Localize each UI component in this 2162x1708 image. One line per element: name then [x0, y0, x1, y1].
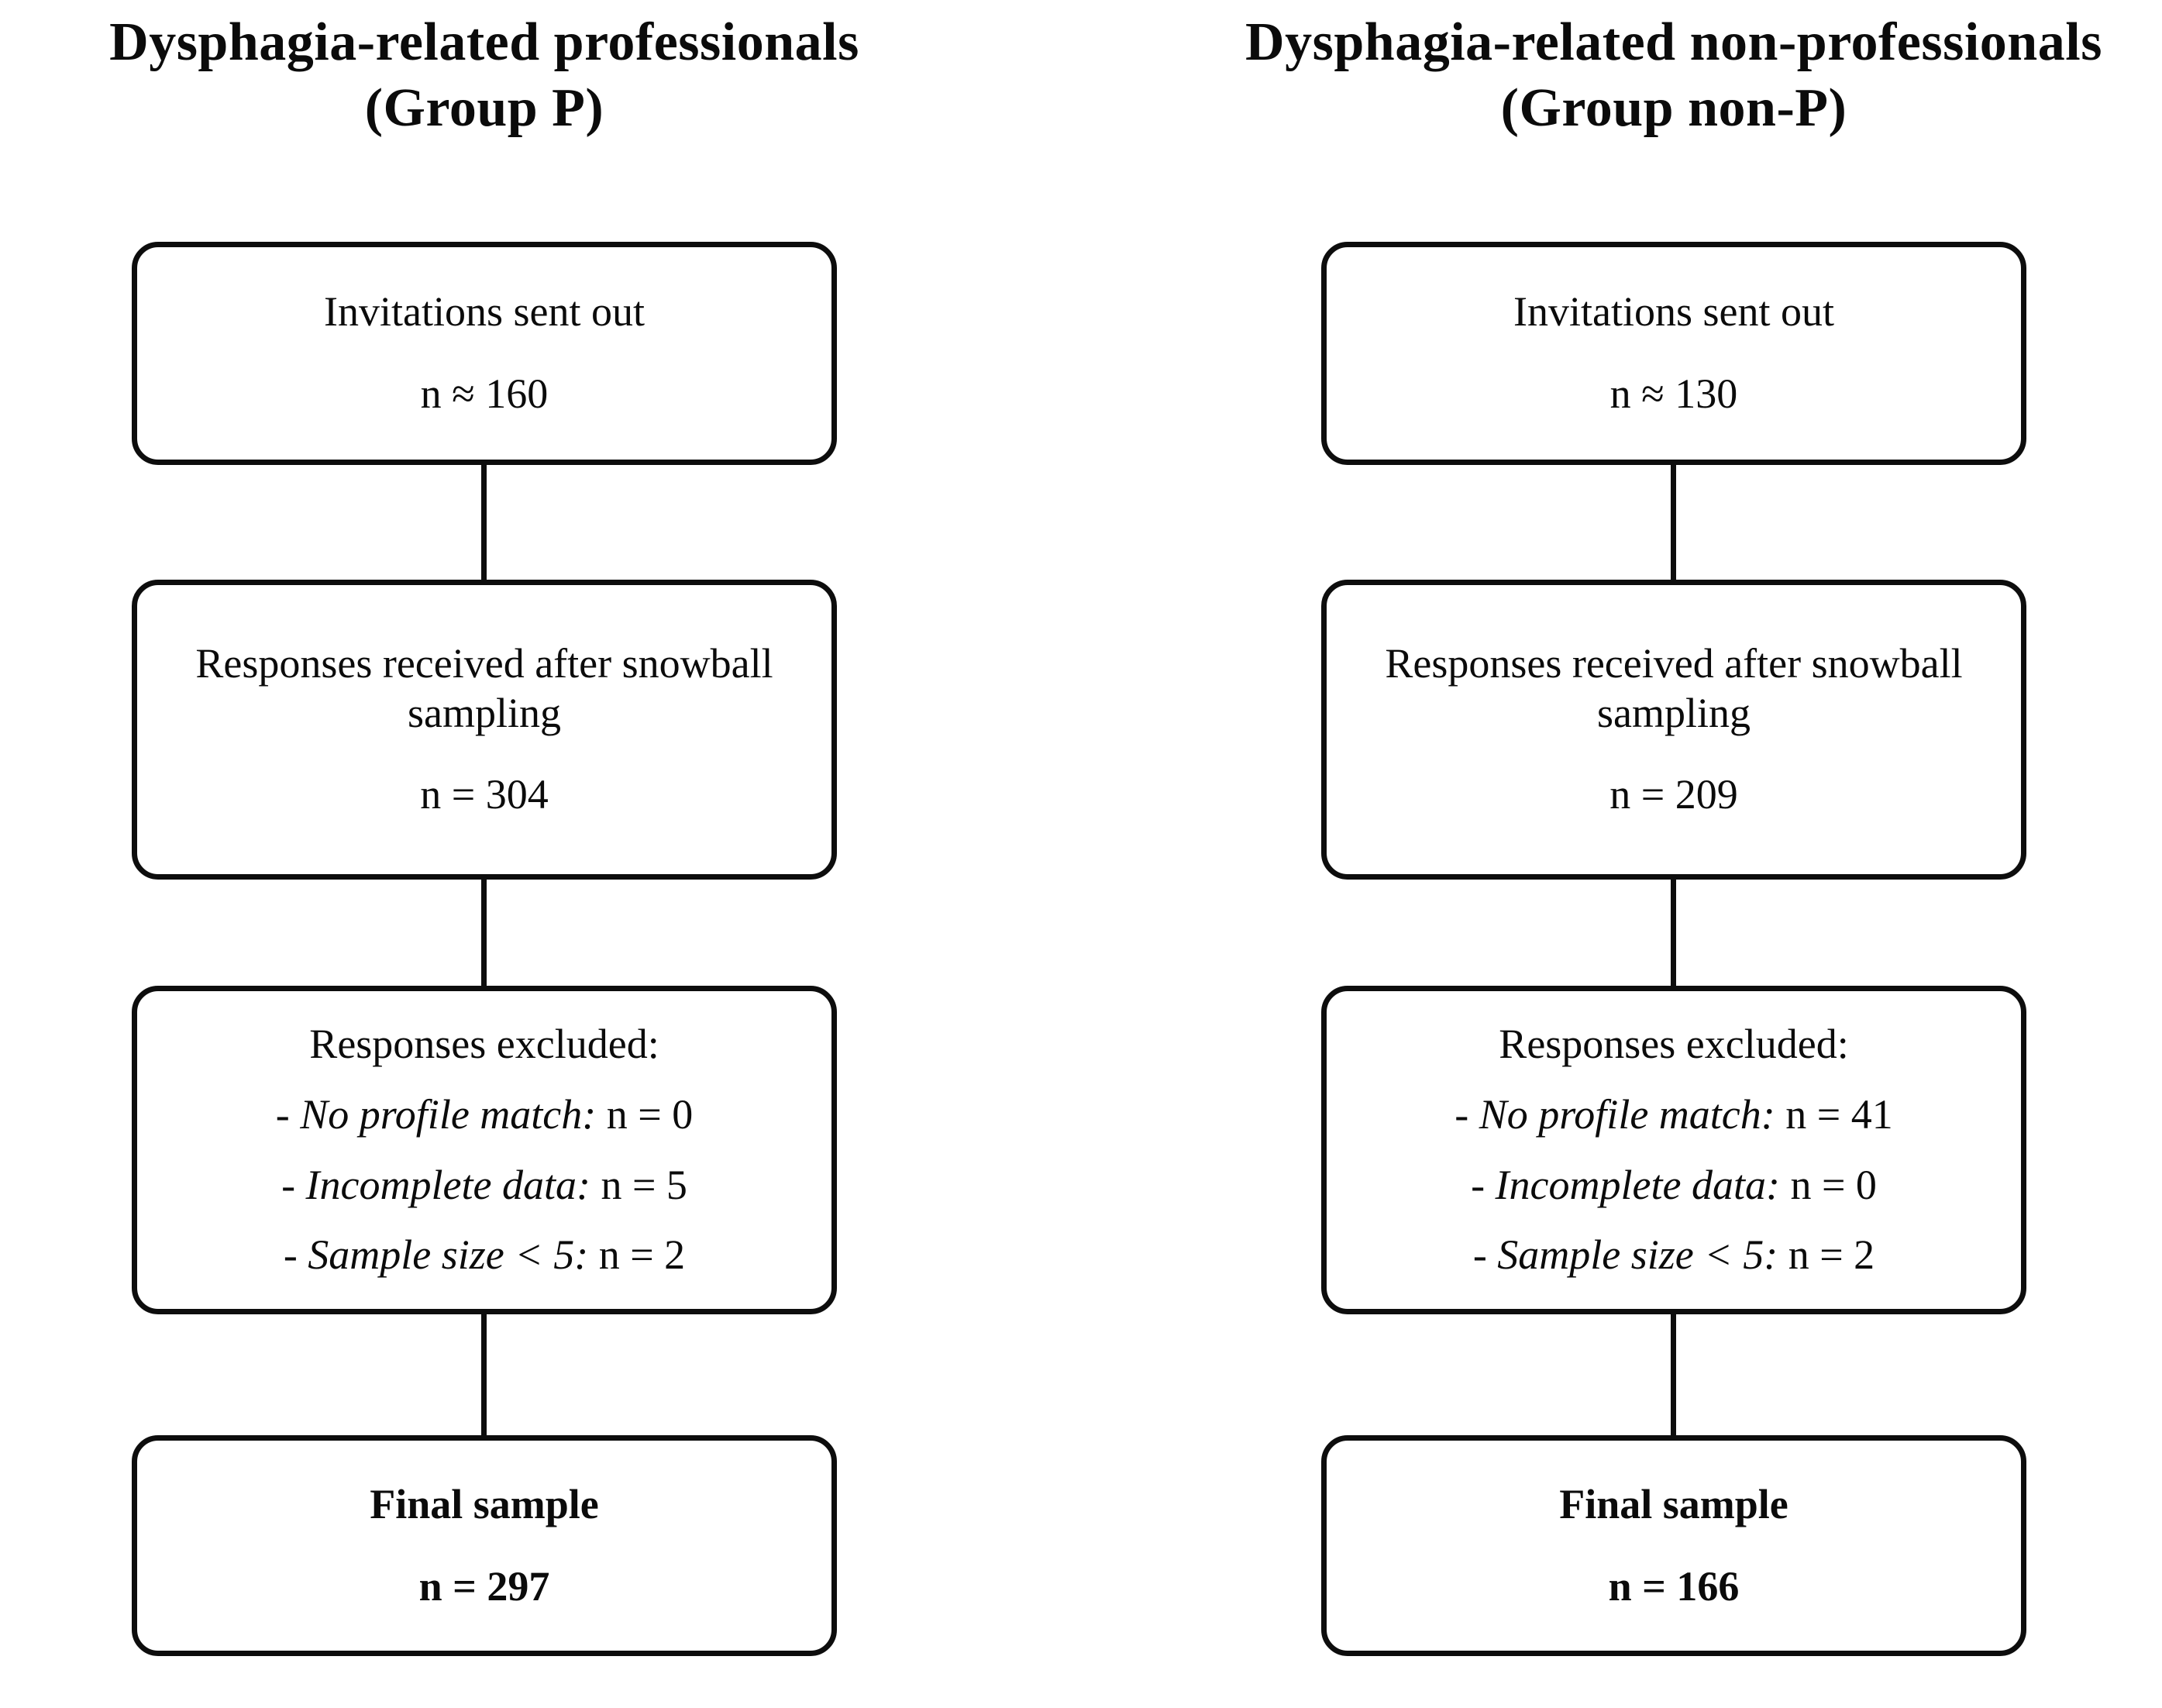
- excluded-item-no-profile-match: - No profile match: n = 0: [276, 1090, 693, 1140]
- responses-count: n = 209: [1609, 771, 1738, 818]
- excluded-item-count: n = 5: [601, 1161, 687, 1208]
- excluded-item-label: - Sample size < 5:: [283, 1231, 589, 1279]
- excluded-box-group-p: Responses excluded: - No profile match: …: [132, 986, 837, 1314]
- invitations-label: Invitations sent out: [324, 288, 645, 336]
- invitations-label: Invitations sent out: [1513, 288, 1834, 336]
- connector-line: [481, 878, 487, 987]
- responses-label-line1: Responses received after: [1385, 639, 1802, 687]
- responses-box-group-non-p: Responses received after snowball sampli…: [1321, 580, 2026, 880]
- excluded-item-count: n = 0: [606, 1090, 694, 1138]
- responses-label-line2: snowball sampling: [408, 639, 773, 736]
- excluded-item-label: - No profile match:: [275, 1090, 597, 1138]
- excluded-item-incomplete-data: - Incomplete data: n = 5: [281, 1161, 687, 1210]
- excluded-list: Responses excluded: - No profile match: …: [276, 1020, 693, 1280]
- column-group-p: Dysphagia-related professionals (Group P…: [8, 0, 961, 1708]
- responses-label-line2: snowball sampling: [1597, 639, 1963, 736]
- column-title-group-p-line1: Dysphagia-related professionals: [109, 12, 859, 72]
- excluded-item-count: n = 41: [1785, 1090, 1893, 1138]
- connector-line: [1671, 463, 1676, 581]
- responses-label: Responses received after snowball sampli…: [137, 639, 831, 738]
- excluded-box-group-non-p: Responses excluded: - No profile match: …: [1321, 986, 2026, 1314]
- excluded-item-label: - Incomplete data:: [281, 1161, 590, 1208]
- excluded-item-sample-size: - Sample size < 5: n = 2: [1473, 1231, 1875, 1280]
- excluded-item-label: - Sample size < 5:: [1472, 1231, 1778, 1279]
- column-title-group-non-p: Dysphagia-related non-professionals (Gro…: [1197, 9, 2150, 142]
- excluded-item-incomplete-data: - Incomplete data: n = 0: [1471, 1161, 1877, 1210]
- final-sample-count: n = 166: [1608, 1562, 1740, 1610]
- responses-box-group-p: Responses received after snowball sampli…: [132, 580, 837, 880]
- invitations-count: n ≈ 160: [420, 370, 549, 417]
- final-sample-count: n = 297: [418, 1562, 550, 1610]
- column-title-group-p-line2: (Group P): [364, 78, 604, 139]
- column-title-group-p: Dysphagia-related professionals (Group P…: [8, 9, 961, 142]
- connector-line: [481, 463, 487, 581]
- excluded-item-no-profile-match: - No profile match: n = 41: [1455, 1090, 1892, 1140]
- responses-label: Responses received after snowball sampli…: [1327, 639, 2021, 738]
- connector-line: [481, 1313, 487, 1437]
- excluded-item-label: - Incomplete data:: [1471, 1161, 1780, 1208]
- final-sample-label: Final sample: [1559, 1480, 1788, 1527]
- column-group-non-p: Dysphagia-related non-professionals (Gro…: [1197, 0, 2150, 1708]
- connector-line: [1671, 878, 1676, 987]
- column-title-group-non-p-line2: (Group non-P): [1500, 78, 1847, 139]
- final-sample-box-group-p: Final sample n = 297: [132, 1435, 837, 1656]
- column-title-group-non-p-line1: Dysphagia-related non-professionals: [1245, 12, 2102, 72]
- final-sample-label: Final sample: [370, 1480, 599, 1527]
- responses-count: n = 304: [420, 771, 549, 818]
- excluded-item-count: n = 2: [598, 1231, 686, 1279]
- excluded-item-label: - No profile match:: [1455, 1090, 1775, 1138]
- invitations-box-group-non-p: Invitations sent out n ≈ 130: [1321, 242, 2026, 465]
- excluded-item-count: n = 2: [1788, 1231, 1875, 1279]
- excluded-heading: Responses excluded:: [1499, 1021, 1849, 1068]
- excluded-item-count: n = 0: [1790, 1161, 1877, 1208]
- invitations-count: n ≈ 130: [1609, 370, 1738, 417]
- connector-line: [1671, 1313, 1676, 1437]
- excluded-heading: Responses excluded:: [309, 1021, 659, 1068]
- excluded-list: Responses excluded: - No profile match: …: [1455, 1020, 1892, 1280]
- invitations-box-group-p: Invitations sent out n ≈ 160: [132, 242, 837, 465]
- excluded-item-sample-size: - Sample size < 5: n = 2: [284, 1231, 685, 1280]
- final-sample-box-group-non-p: Final sample n = 166: [1321, 1435, 2026, 1656]
- responses-label-line1: Responses received after: [195, 639, 612, 687]
